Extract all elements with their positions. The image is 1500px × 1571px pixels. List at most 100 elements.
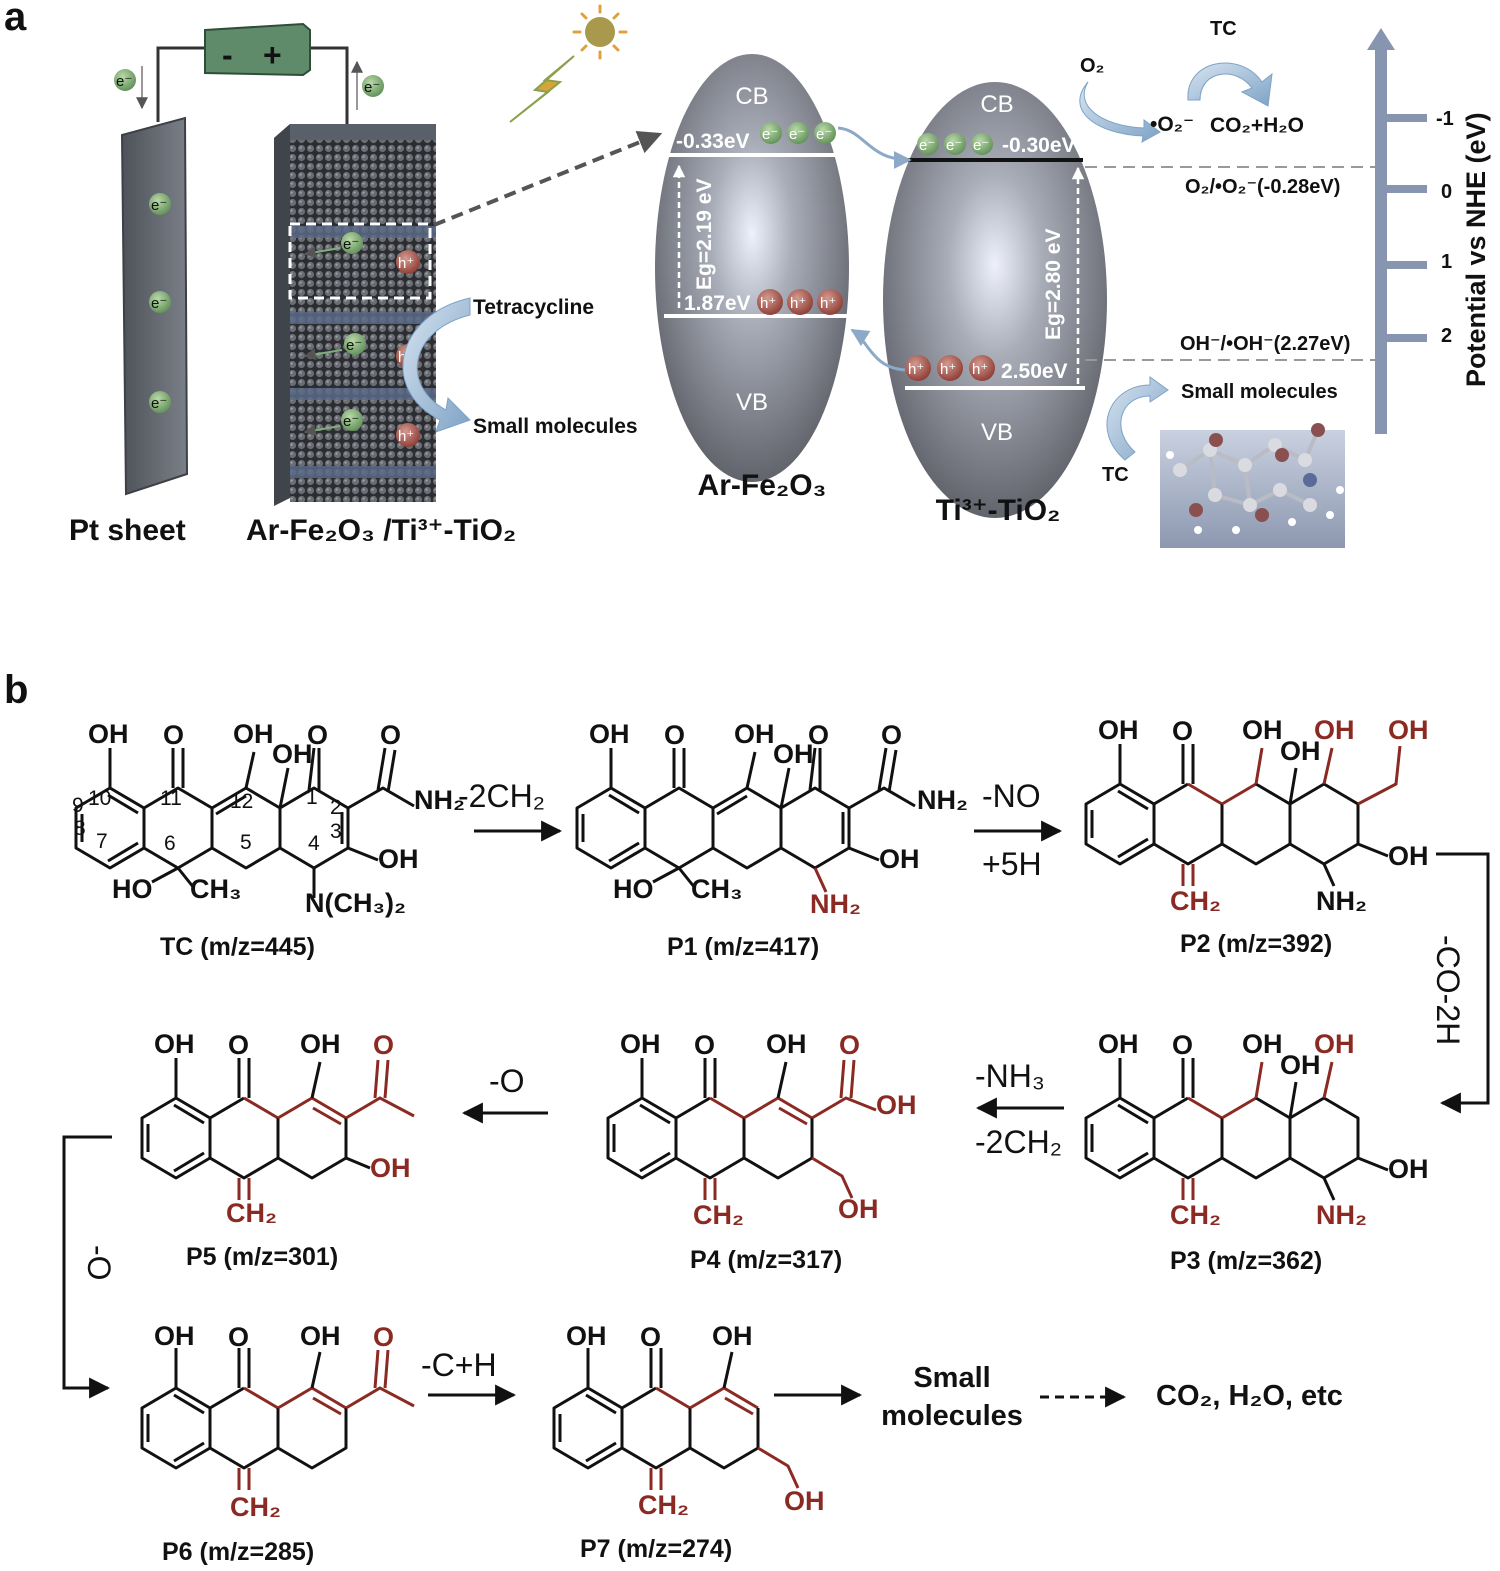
svg-text:NH₂: NH₂: [414, 785, 465, 815]
svg-text:O: O: [664, 720, 685, 750]
svg-text:CH₂: CH₂: [230, 1492, 281, 1522]
molecule-p4: OH O OH O OH CH₂ OH: [606, 1029, 917, 1230]
svg-text:NH₂: NH₂: [917, 785, 968, 815]
svg-text:7: 7: [96, 830, 108, 853]
svg-text:CH₂: CH₂: [1170, 1200, 1221, 1230]
caption-p1: P1 (m/z=417): [667, 933, 819, 961]
svg-text:3: 3: [330, 820, 342, 843]
electron-transfer-arrow: [837, 126, 912, 169]
svg-text:CH₂: CH₂: [1170, 886, 1221, 916]
step2-label-bottom: +5H: [982, 846, 1042, 882]
lightning-icon: [509, 55, 575, 123]
svg-text:O: O: [839, 1030, 860, 1060]
svg-text:e⁻: e⁻: [151, 295, 167, 312]
anode-electron: e⁻: [303, 333, 366, 361]
svg-text:2: 2: [330, 796, 342, 819]
svg-text:OH: OH: [154, 1029, 195, 1059]
zoom-dashed-arrow: [433, 130, 663, 227]
pt-sheet-label: Pt sheet: [69, 514, 186, 547]
svg-text:O: O: [640, 1322, 661, 1352]
svg-text:OH: OH: [1280, 1050, 1321, 1080]
caption-p6: P6 (m/z=285): [162, 1538, 314, 1566]
fe-cb-electrons: e⁻ e⁻ e⁻: [760, 122, 836, 144]
molecule-p2: OH O OH OH OH OH OH CH₂ NH₂: [1084, 715, 1429, 916]
svg-text:OH: OH: [766, 1029, 807, 1059]
svg-text:9: 9: [72, 794, 84, 817]
svg-text:OH: OH: [1242, 1029, 1283, 1059]
panel-b: b OH O OH OH O O NH₂ O: [4, 668, 1490, 1566]
panel-a: a - + e⁻ e⁻ e⁻ e⁻ e⁻ Pt sheet: [4, 0, 1491, 548]
svg-text:O: O: [1172, 716, 1193, 746]
tetracycline-molecule-picture: [1160, 423, 1345, 548]
pt-electron: e⁻: [149, 193, 171, 215]
svg-text:O: O: [228, 1322, 249, 1352]
scale-tick-label: -1: [1436, 108, 1454, 130]
photoanode-electrode: e⁻ h⁺ e⁻ h⁺ e⁻ h⁺: [274, 124, 436, 506]
svg-text:h⁺: h⁺: [820, 295, 836, 312]
svg-text:OH: OH: [712, 1321, 753, 1351]
composite-label: Ar-Fe₂O₃ /Ti³⁺-TiO₂: [246, 514, 516, 547]
pt-sheet: e⁻ e⁻ e⁻: [120, 116, 189, 496]
svg-text:e⁻: e⁻: [364, 79, 380, 96]
svg-text:OH: OH: [272, 739, 313, 769]
co2-h2o-label: CO₂+H₂O: [1210, 114, 1304, 137]
svg-text:6: 6: [164, 832, 176, 855]
molecule-p7: OH O OH CH₂ OH: [552, 1321, 825, 1520]
svg-text:O: O: [1172, 1030, 1193, 1060]
fe-vb-label: VB: [736, 389, 768, 416]
step3-arrow: [1436, 852, 1490, 1114]
svg-text:e⁻: e⁻: [116, 73, 132, 90]
ti-vb-level: 2.50eV: [1001, 360, 1068, 383]
ti-cb-level: -0.30eV: [1002, 134, 1076, 157]
svg-text:OH: OH: [1098, 715, 1139, 745]
o2-reduction-arrow: [1079, 81, 1161, 143]
svg-text:OH: OH: [1314, 715, 1355, 745]
svg-text:e⁻: e⁻: [919, 137, 935, 154]
svg-text:e⁻: e⁻: [343, 236, 359, 253]
svg-text:e⁻: e⁻: [762, 126, 778, 143]
svg-text:e⁻: e⁻: [973, 137, 989, 154]
svg-text:O: O: [881, 720, 902, 750]
svg-text:12: 12: [230, 790, 253, 813]
fe-cb-label: CB: [735, 83, 768, 110]
end-small-label: Small: [913, 1362, 990, 1394]
potential-scale: -1 0 1 2 Potential vs NHE (eV): [1367, 28, 1491, 434]
svg-text:8: 8: [74, 817, 86, 840]
svg-text:h⁺: h⁺: [398, 428, 414, 445]
step4-label-bottom: -2CH₂: [975, 1124, 1062, 1160]
svg-text:e⁻: e⁻: [946, 137, 962, 154]
svg-text:HO: HO: [112, 874, 153, 904]
svg-text:O: O: [228, 1030, 249, 1060]
molecule-tc: OH O OH OH O O NH₂ OH HO CH₃ N(CH₃)₂ 1 2…: [72, 719, 465, 918]
end-products-label: CO₂, H₂O, etc: [1156, 1380, 1343, 1412]
battery-plus: +: [263, 37, 282, 73]
tc-bottom-label: TC: [1102, 464, 1129, 486]
panel-a-letter: a: [4, 0, 27, 39]
battery: - +: [204, 22, 311, 77]
svg-text:e⁻: e⁻: [346, 337, 362, 354]
svg-text:OH: OH: [378, 844, 419, 874]
superoxide-label: •O₂⁻: [1150, 113, 1194, 136]
tio2-band-ellipse: CB VB -0.30eV 2.50eV Eg=2.80 eV e⁻ e⁻ e⁻…: [883, 82, 1107, 518]
pt-electron: e⁻: [149, 391, 171, 413]
svg-text:OH: OH: [784, 1486, 825, 1516]
caption-p7: P7 (m/z=274): [580, 1535, 732, 1563]
step6-label: -O: [81, 1245, 117, 1281]
anode-electron: e⁻: [303, 409, 363, 437]
o2-label: O₂: [1080, 55, 1104, 77]
svg-text:OH: OH: [876, 1090, 917, 1120]
fe-cb-level: -0.33eV: [676, 130, 750, 153]
molecule-p6: OH O OH O CH₂: [140, 1321, 415, 1522]
svg-text:OH: OH: [1388, 841, 1429, 871]
panel-b-letter: b: [4, 668, 28, 712]
svg-text:OH: OH: [1280, 736, 1321, 766]
svg-text:O: O: [307, 720, 328, 750]
svg-text:OH: OH: [233, 719, 274, 749]
svg-text:N(CH₃)₂: N(CH₃)₂: [305, 888, 406, 918]
fe-gap-label: Eg=2.19 eV: [693, 179, 716, 291]
scale-tick-label: 0: [1441, 181, 1452, 203]
svg-text:OH: OH: [773, 739, 814, 769]
tio2-name: Ti³⁺-TiO₂: [936, 494, 1061, 527]
molecule-p5: OH O OH O OH CH₂: [140, 1029, 415, 1228]
